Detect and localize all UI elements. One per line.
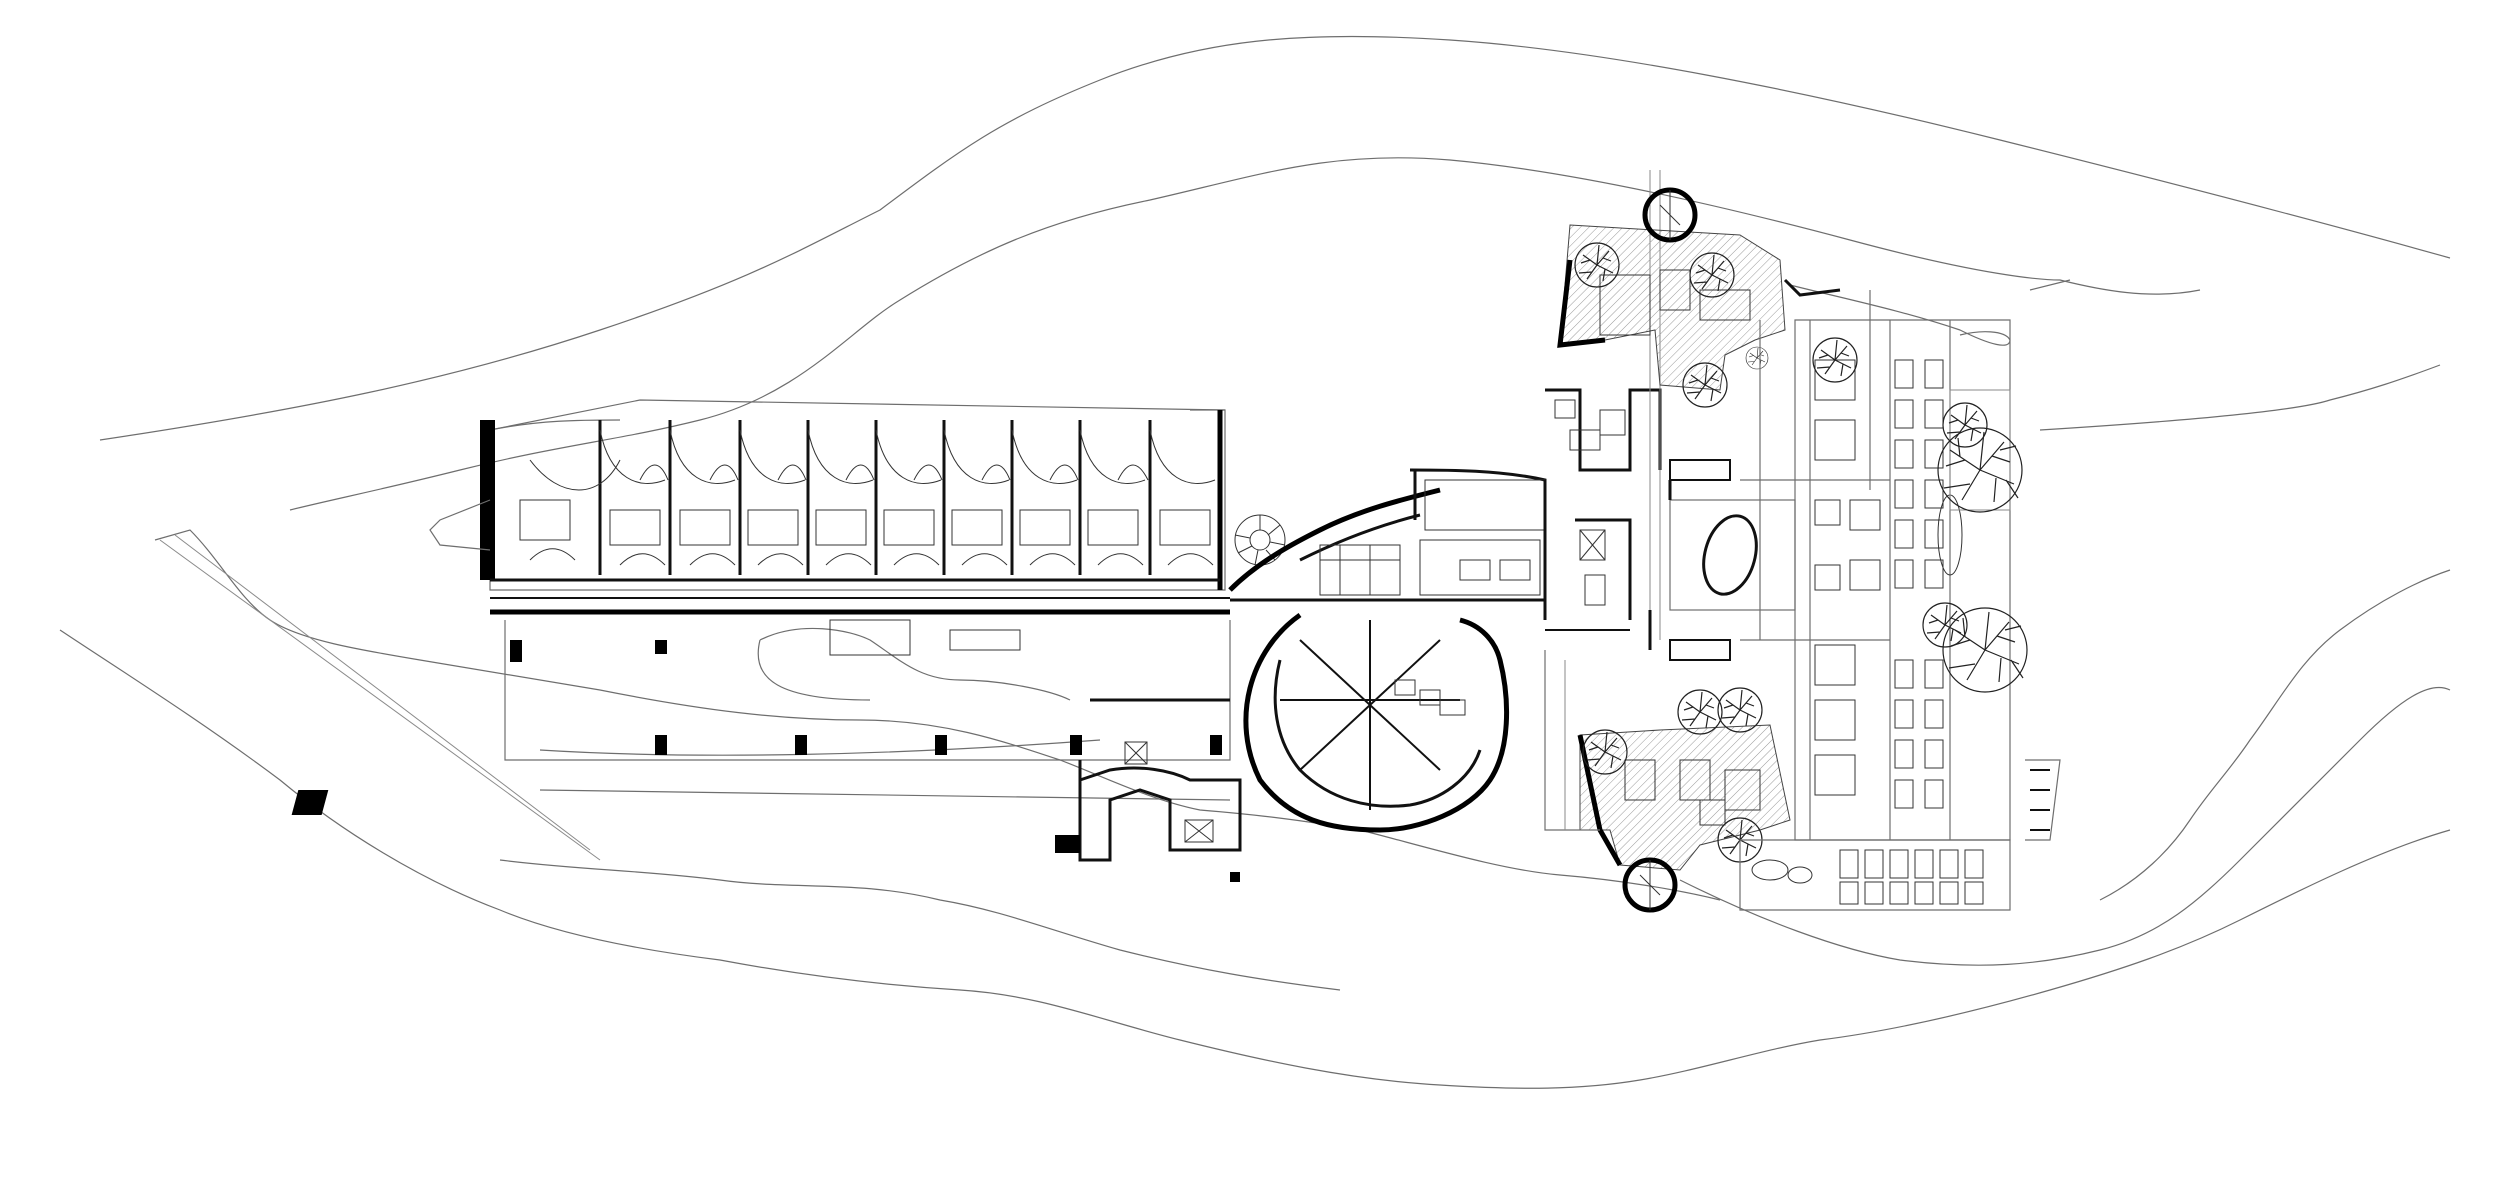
spiral-stair-west <box>1234 514 1286 566</box>
central-courtyard <box>1648 480 1796 650</box>
circular-hall <box>1243 612 1510 833</box>
central-lobby <box>1228 468 1547 602</box>
service-block <box>1055 741 1242 882</box>
contour-lines <box>59 35 2451 1089</box>
parking-level <box>291 619 1231 815</box>
guest-room-wing <box>429 399 1230 615</box>
south-pavilion <box>1544 650 1791 913</box>
east-terrace <box>1739 319 2061 911</box>
north-pavilion <box>1557 187 2011 408</box>
